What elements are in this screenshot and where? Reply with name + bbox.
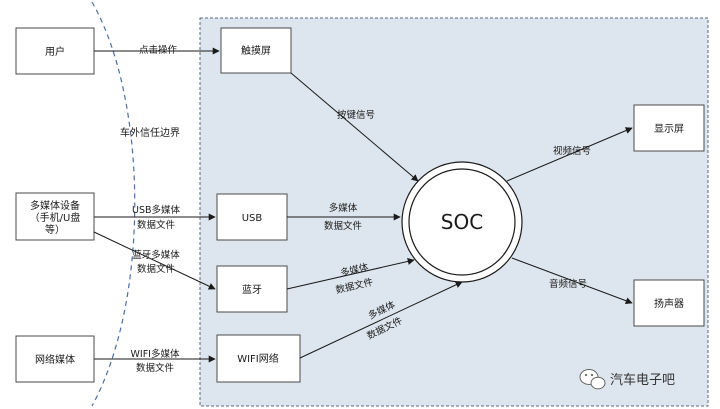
network-media-node: 网络媒体 [15, 335, 95, 383]
display-node: 显示屏 [633, 104, 705, 152]
audio-signal-label: 音频信号 [549, 278, 587, 290]
media-device-label-2: （手机/U盘 [30, 211, 81, 224]
bluetooth-node: 蓝牙 [216, 265, 288, 313]
video-signal-label: 视频信号 [553, 145, 591, 157]
click-edge-label: 点击操作 [139, 44, 178, 56]
bt-file-label-2: 数据文件 [137, 263, 176, 275]
user-node: 用户 [15, 27, 95, 75]
speaker-node: 扬声器 [633, 279, 705, 327]
key-signal-label: 按键信号 [337, 109, 375, 121]
usb-label: USB [242, 213, 263, 224]
wifi-file-label-1: WIFI多媒体 [131, 348, 180, 360]
touchscreen-node: 触摸屏 [220, 27, 292, 74]
usb-soc-label-1: 多媒体 [329, 202, 358, 214]
video-arrow [506, 127, 633, 182]
display-label: 显示屏 [654, 123, 684, 135]
trust-boundary-label: 车外信任边界 [120, 126, 180, 139]
bt-file-label-1: 蓝牙多媒体 [132, 249, 180, 261]
wifi-node: WIFI网络 [216, 334, 301, 383]
media-device-label-1: 多媒体设备 [30, 199, 80, 212]
user-label: 用户 [45, 45, 65, 58]
usb-file-label-1: USB多媒体 [132, 204, 181, 216]
watermark: 汽车电子吧 [579, 369, 675, 390]
usb-file-label-2: 数据文件 [137, 219, 176, 231]
wifi-label: WIFI网络 [237, 352, 279, 365]
touchscreen-label: 触摸屏 [241, 44, 271, 57]
wechat-icon [579, 369, 606, 390]
media-device-node: 多媒体设备 （手机/U盘 等） [15, 192, 95, 241]
media-device-label-3: 等） [45, 223, 65, 236]
wifi-file-label-2: 数据文件 [136, 362, 175, 374]
watermark-text: 汽车电子吧 [610, 372, 675, 388]
soc-label: SOC [441, 210, 483, 234]
soc-node: SOC [401, 161, 523, 283]
bluetooth-label: 蓝牙 [242, 284, 262, 296]
bt-soc-arrow [286, 257, 415, 290]
bt-in-arrow [93, 231, 216, 290]
wifi-soc-arrow [299, 281, 463, 359]
usb-node: USB [216, 193, 288, 241]
network-media-label: 网络媒体 [35, 353, 75, 366]
audio-arrow [511, 257, 633, 305]
usb-soc-label-2: 数据文件 [324, 220, 363, 232]
speaker-label: 扬声器 [654, 297, 684, 310]
key-signal-arrow [290, 72, 419, 182]
trust-boundary-arc [91, 1, 136, 407]
